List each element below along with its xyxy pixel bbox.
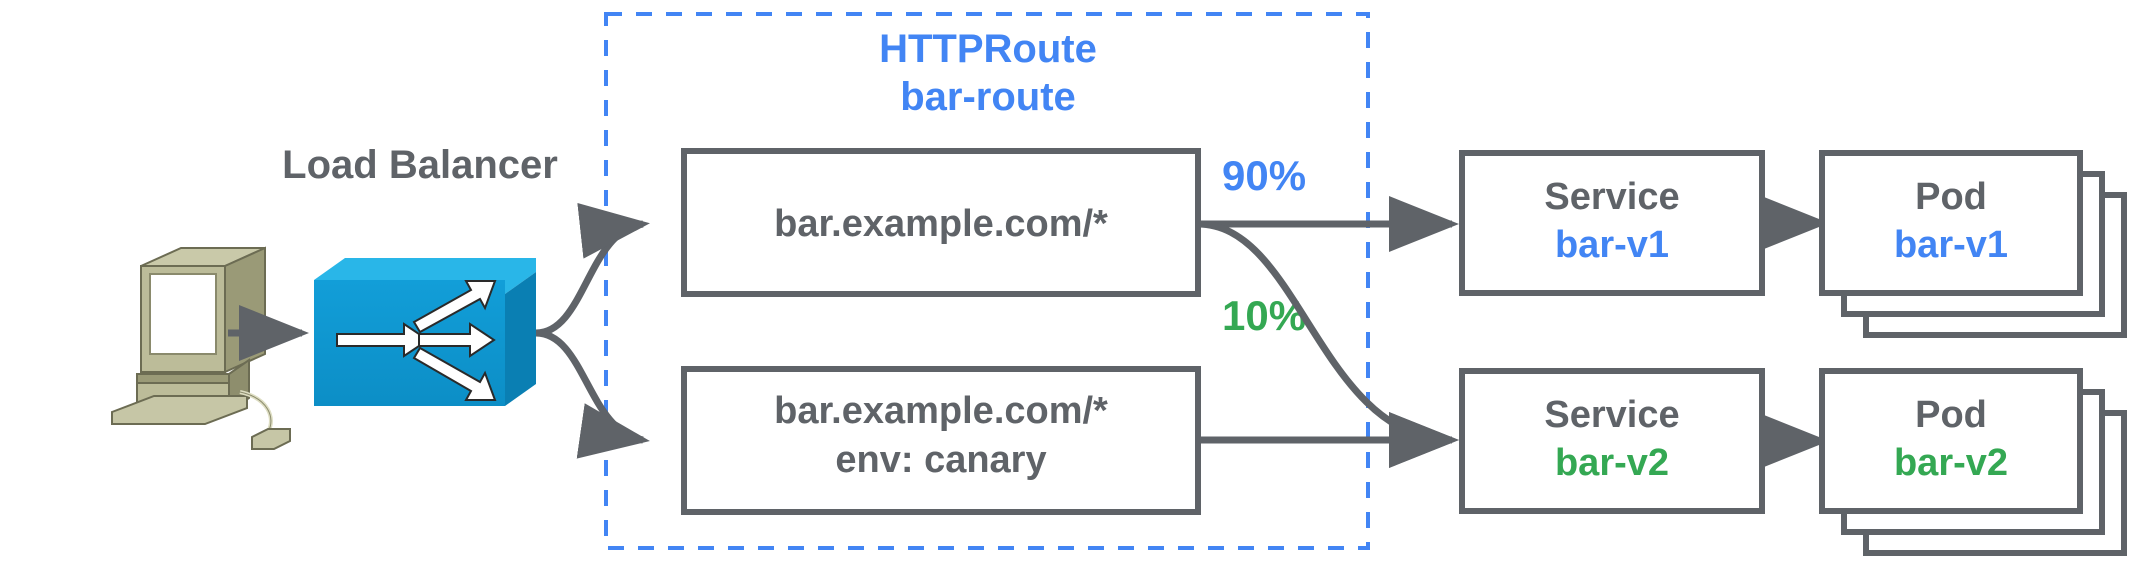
service-v2-name: bar-v2 <box>1555 442 1669 484</box>
pod-v2-title: Pod <box>1915 394 1987 436</box>
httproute-name-label: bar-route <box>900 75 1076 119</box>
route-box-primary[interactable] <box>681 148 1201 297</box>
service-v2-title: Service <box>1544 394 1679 436</box>
service-box-bar-v1[interactable] <box>1459 150 1765 296</box>
edge-lb-to-route-primary <box>535 203 650 337</box>
service-box-bar-v2[interactable] <box>1459 368 1765 514</box>
route-primary-line1: bar.example.com/* <box>774 203 1108 245</box>
pod-v1-title: Pod <box>1915 176 1987 218</box>
load-balancer-label: Load Balancer <box>282 143 558 187</box>
service-v1-title: Service <box>1544 176 1679 218</box>
edge-lb-to-route-canary <box>535 329 650 459</box>
service-v1-name: bar-v1 <box>1555 224 1669 266</box>
httproute-kind-label: HTTPRoute <box>879 27 1097 71</box>
pod-stack-bar-v2: Pod bar-v2 <box>1819 368 2127 556</box>
route-canary-line1: bar.example.com/* <box>774 390 1108 432</box>
load-balancer-icon <box>314 258 536 406</box>
pod-box-bar-v2[interactable] <box>1819 368 2083 514</box>
pod-stack-bar-v1: Pod bar-v1 <box>1819 150 2127 338</box>
route-canary-line2: env: canary <box>835 439 1046 481</box>
pod-v1-name: bar-v1 <box>1894 224 2008 266</box>
weight-label-90: 90% <box>1222 152 1306 199</box>
route-box-canary[interactable] <box>681 366 1201 515</box>
pod-box-bar-v1[interactable] <box>1819 150 2083 296</box>
client-computer-icon <box>111 246 291 450</box>
httproute-group-border <box>604 12 1370 550</box>
pod-v2-name: bar-v2 <box>1894 442 2008 484</box>
